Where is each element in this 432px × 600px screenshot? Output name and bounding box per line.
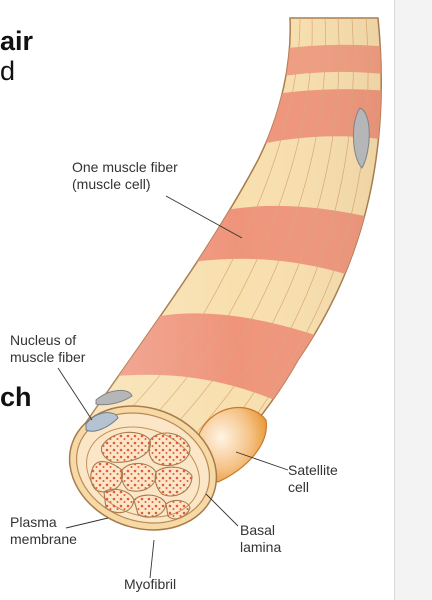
label-satellite: Satellite cell <box>288 462 338 496</box>
fiber-nucleus-upper <box>352 107 370 169</box>
myofibril-bundle <box>90 431 193 520</box>
subtext-top: d <box>0 56 16 86</box>
label-basal-line2: lamina <box>240 539 282 555</box>
label-nucleus-line1: Nucleus of <box>10 332 77 348</box>
label-satellite-line2: cell <box>288 479 310 495</box>
label-muscle-fiber-line2: (muscle cell) <box>72 176 151 192</box>
label-plasma: Plasma membrane <box>10 514 77 548</box>
label-muscle-fiber: One muscle fiber (muscle cell) <box>72 159 178 193</box>
leader-satellite <box>235 451 289 471</box>
label-nucleus: Nucleus of muscle fiber <box>10 332 85 366</box>
label-muscle-fiber-line1: One muscle fiber <box>72 159 178 175</box>
nucleus-cross-section <box>85 412 119 432</box>
heading-mid: ch <box>0 382 32 412</box>
right-panel <box>394 0 432 600</box>
label-nucleus-line2: muscle fiber <box>10 349 86 365</box>
leader-nucleus <box>57 367 93 421</box>
label-plasma-line2: membrane <box>10 531 77 547</box>
leader-basal <box>205 493 239 527</box>
heading-top: air <box>0 26 34 56</box>
label-satellite-line1: Satellite <box>288 462 338 478</box>
label-basal-line1: Basal <box>240 522 276 538</box>
label-myofibril: Myofibril <box>124 576 177 592</box>
fiber-cross-section <box>68 390 218 531</box>
leader-lines <box>57 195 289 579</box>
label-basal: Basal lamina <box>240 522 281 556</box>
label-plasma-line1: Plasma <box>10 514 57 530</box>
leader-plasma <box>65 517 109 529</box>
leader-myofibril <box>149 539 155 579</box>
leader-muscle-fiber <box>165 195 243 239</box>
